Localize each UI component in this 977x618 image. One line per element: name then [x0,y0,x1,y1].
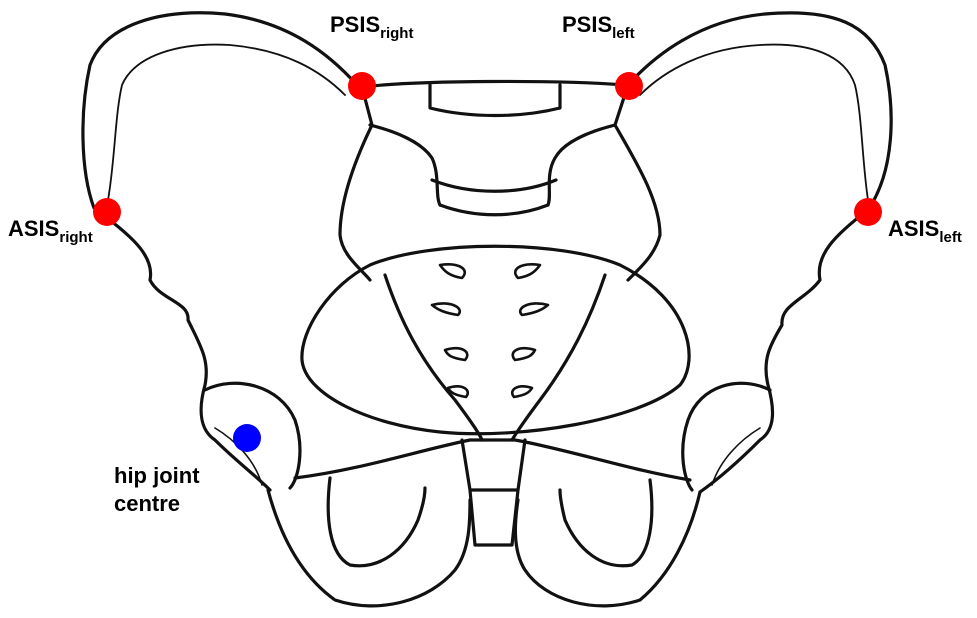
psis-left-label: PSISleft [562,14,635,41]
left-ilium-inner-rim [640,45,868,200]
psis-right-label: PSISright [330,14,413,41]
sacrum-taper [385,275,605,440]
asis-right-main: ASIS [8,216,59,241]
sacrum-left-side [548,125,615,205]
psis-right-main: PSIS [330,12,380,37]
right-ilium-outline [83,13,357,490]
hip-joint-centre-line1: hip joint [114,462,200,490]
psis-right-sub: right [380,25,413,42]
hip-joint-centre-label: hip joint centre [114,462,200,517]
foramen [432,264,548,397]
psis-left-marker [615,72,643,100]
psis-left-sub: left [612,25,635,42]
hip-joint-centre-marker [233,424,261,452]
acetabulum-left [683,383,770,490]
asis-right-label: ASISright [8,218,93,245]
sacrum-body [302,246,689,434]
asis-right-marker [93,198,121,226]
asis-left-marker [854,198,882,226]
psis-right-marker [348,72,376,100]
left-ilium-outline [628,13,891,492]
right-ilium-inner-rim [108,45,345,200]
asis-left-label: ASISleft [888,218,962,245]
sacrum-right-side [370,125,440,205]
asis-right-sub: right [59,229,92,246]
asis-left-sub: left [939,229,962,246]
ischium-left [515,480,700,606]
si-joint-right [340,87,372,280]
asis-left-main: ASIS [888,216,939,241]
hip-joint-centre-line2: centre [114,490,200,518]
sacrum-top [362,81,625,87]
si-joint-left [615,85,660,280]
sacral-segment [432,180,556,215]
pelvic-brim [295,440,690,480]
ischium-right [268,478,470,606]
psis-left-main: PSIS [562,12,612,37]
sacral-body-top [430,85,560,116]
